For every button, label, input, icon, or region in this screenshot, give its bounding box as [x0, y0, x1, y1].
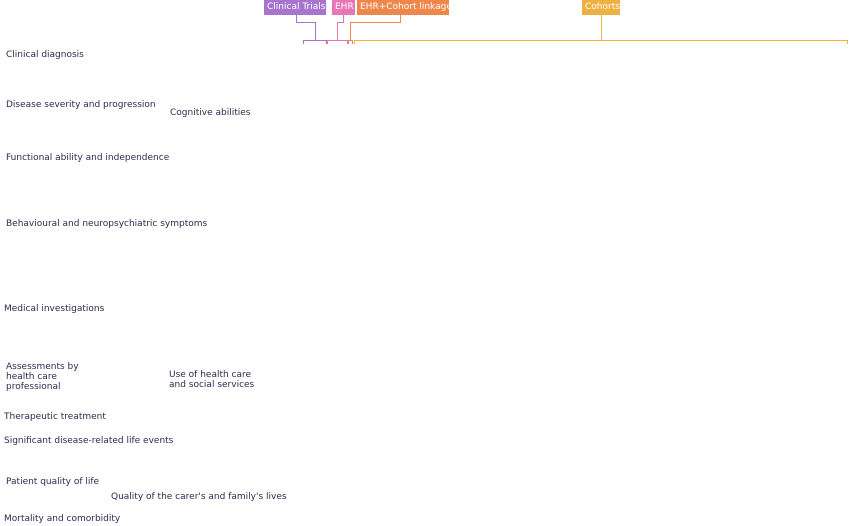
- label-carer-qol: Quality of the carer's and family's live…: [111, 492, 287, 502]
- label-therapeutic-treatment: Therapeutic treatment: [4, 412, 106, 422]
- label-use-of-health-care: Use of health care and social services: [169, 370, 255, 390]
- bracket-clinical-trials: [296, 15, 327, 44]
- label-behavioural-symptoms: Behavioural and neuropsychiatric symptom…: [6, 219, 208, 229]
- label-medical-investigations: Medical investigations: [4, 304, 105, 314]
- label-disease-severity: Disease severity and progression: [6, 100, 156, 110]
- label-mortality: Mortality and comorbidity: [4, 514, 121, 524]
- badge-ehr-cohort-linkage: EHR+Cohort linkage: [357, 0, 452, 15]
- label-cognitive-abilities: Cognitive abilities: [170, 108, 251, 118]
- label-clinical-diagnosis: Clinical diagnosis: [6, 50, 84, 60]
- label-patient-qol: Patient quality of life: [6, 477, 100, 487]
- label-assessments-hcp: Assessments by health care professional: [6, 362, 79, 392]
- label-functional-ability: Functional ability and independence: [6, 153, 170, 163]
- badge-ehr: EHR: [332, 0, 355, 15]
- bracket-ehr-cohort-linkage: [348, 15, 401, 44]
- badge-cohorts: Cohorts: [582, 0, 620, 15]
- bracket-cohorts: [354, 15, 848, 44]
- bracket-connectors: [296, 15, 848, 44]
- bracket-ehr: [327, 15, 348, 44]
- badge-clinical-trials: Clinical Trials: [264, 0, 326, 15]
- label-life-events: Significant disease-related life events: [4, 436, 174, 446]
